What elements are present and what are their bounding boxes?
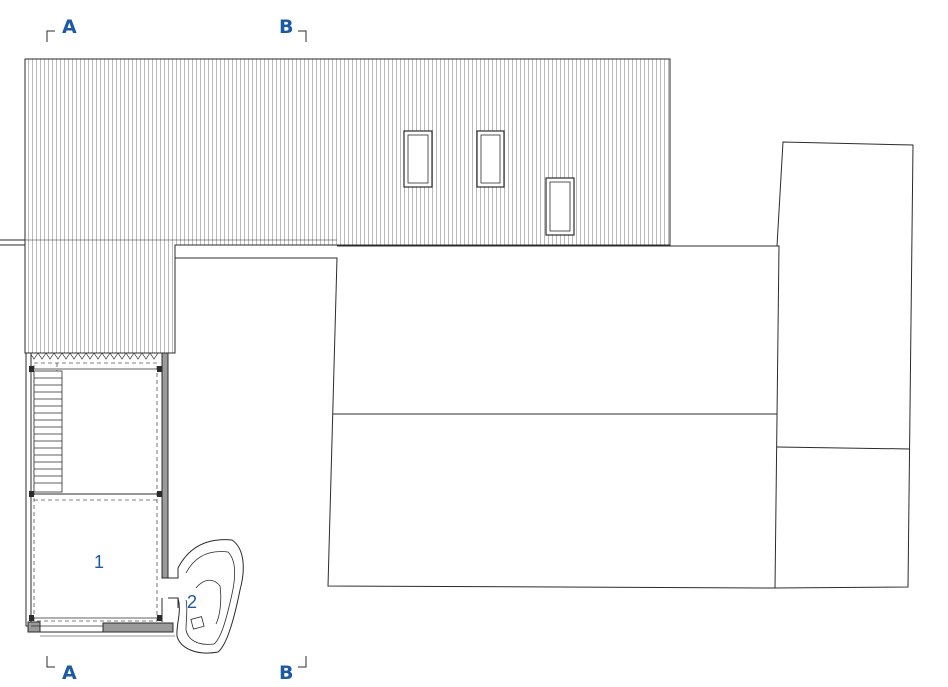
svg-text:A: A <box>62 16 77 38</box>
main-roof <box>24 58 671 360</box>
section-mark-b-bottom: B <box>279 656 307 684</box>
skylight-2 <box>476 130 505 188</box>
annex-right-wall <box>161 352 169 579</box>
room-number-1: 1 <box>94 552 104 572</box>
neighbour-building <box>175 141 914 589</box>
room-number-2: 2 <box>187 592 197 612</box>
svg-text:B: B <box>279 16 293 38</box>
entrance-pod <box>176 539 244 654</box>
svg-text:B: B <box>279 662 293 684</box>
section-mark-b-top: B <box>279 16 307 42</box>
gutter-edge <box>29 352 159 360</box>
svg-text:A: A <box>62 662 77 684</box>
staircase <box>33 370 63 493</box>
stove <box>190 616 205 630</box>
annex <box>25 352 179 637</box>
section-mark-a-bottom: A <box>46 656 77 684</box>
section-mark-a-top: A <box>46 16 77 42</box>
skylight-3 <box>545 177 575 236</box>
skylight-1 <box>403 130 433 188</box>
